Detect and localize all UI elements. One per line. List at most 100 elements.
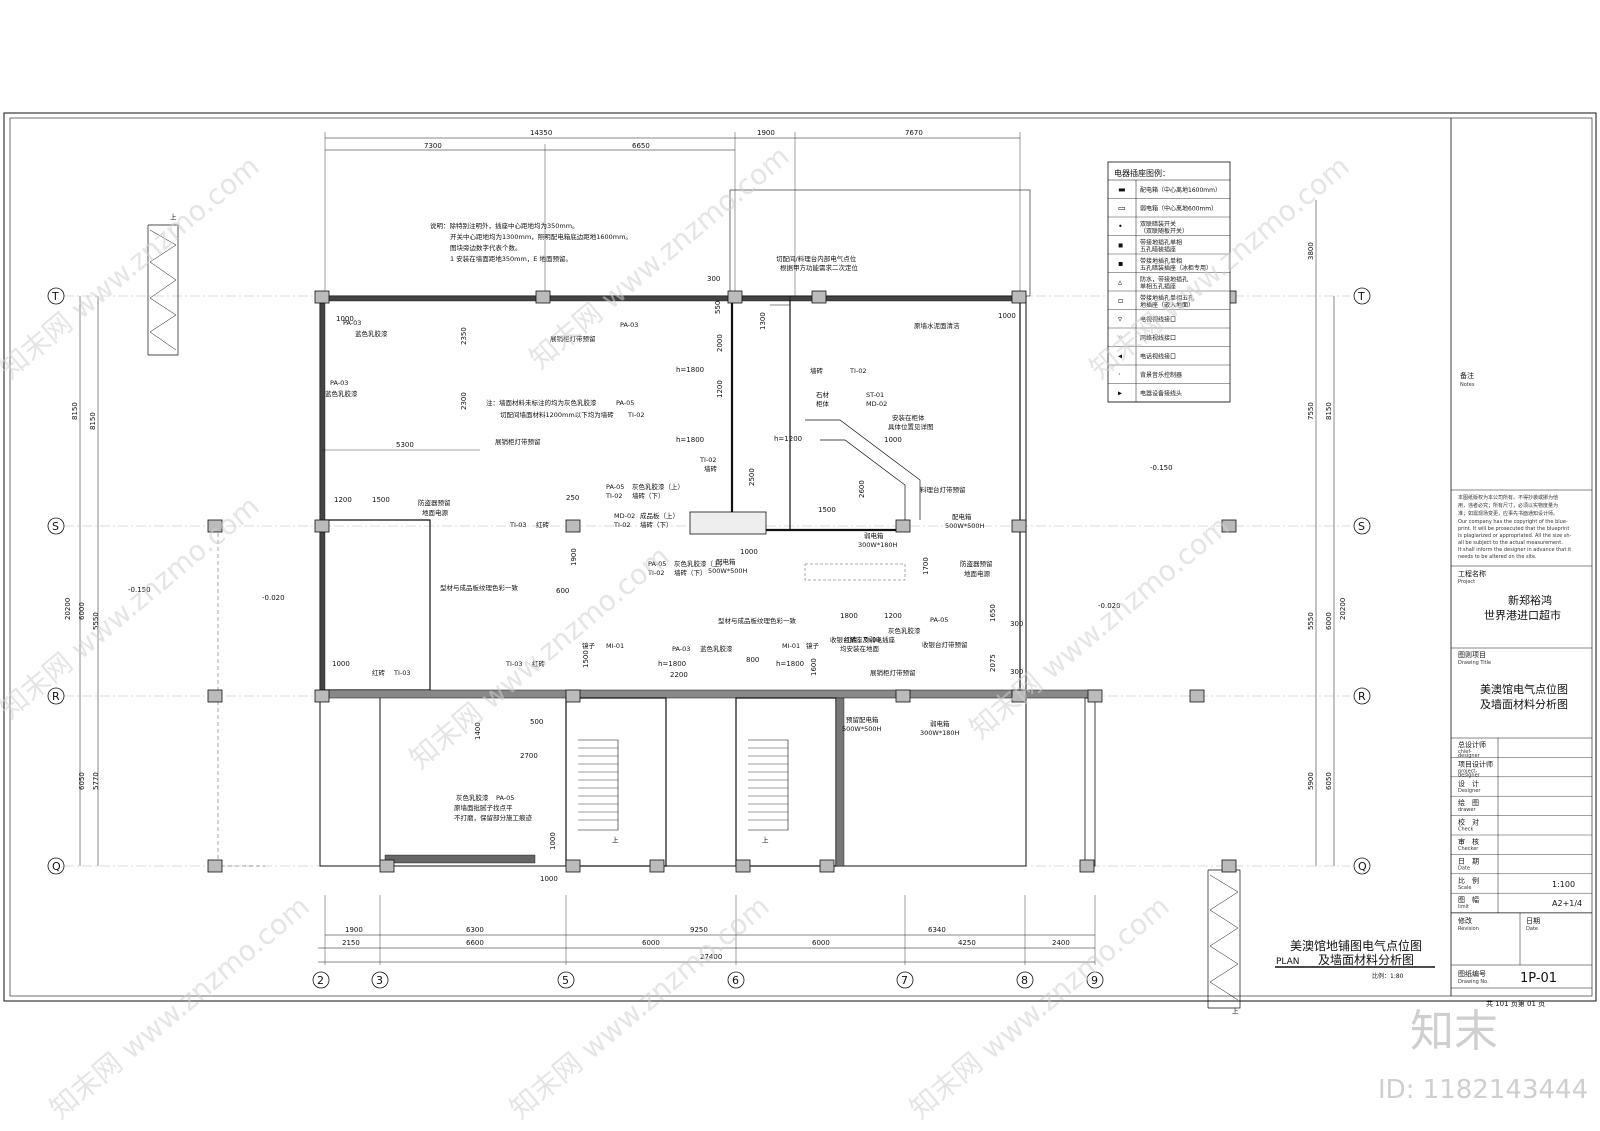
dim-bot-7: 6000 bbox=[642, 939, 660, 947]
label-l40-tag: TI-03 bbox=[393, 669, 411, 677]
general-note-line-3: 图块旁边数字代表个数。 bbox=[450, 243, 522, 252]
label-l13: 料理台灯带预留 bbox=[920, 485, 966, 494]
watermark-8: 知末网 www.znzmo.com bbox=[503, 889, 775, 1125]
copyright-cn-3: 准；如需现场变更，应事先书面通知设计师。 bbox=[1458, 510, 1558, 517]
legend-item-label-2: 单相五孔插座 bbox=[1140, 283, 1176, 291]
label-l6: 切配间/料理台内部电气点位 bbox=[776, 254, 857, 263]
drawing-no-cn: 图纸编号 bbox=[1458, 969, 1486, 978]
legend-symbol-icon: · bbox=[1118, 370, 1121, 379]
legend-symbol-icon: ▪ bbox=[1118, 259, 1123, 268]
label-l22: 成品板（上） bbox=[640, 511, 679, 520]
level-1: -0.150 bbox=[128, 586, 151, 594]
label-l34: 镜子 bbox=[582, 641, 596, 650]
axis-col-5: 5 bbox=[562, 974, 569, 987]
dim-right-3: 8150 bbox=[1325, 402, 1333, 420]
tb-row-label: 总设计师 bbox=[1458, 740, 1486, 749]
label-l31: 收银台灯带预留 bbox=[922, 640, 968, 649]
dim-in-300a: 300 bbox=[707, 275, 720, 283]
revision-cn: 修改 bbox=[1458, 916, 1472, 925]
dim-left-1: 8150 bbox=[71, 402, 79, 420]
label-l17: 防盗器预留 bbox=[418, 498, 451, 507]
dim-left-4: 6000 bbox=[78, 602, 86, 620]
dim-top-total-a: 14350 bbox=[530, 129, 552, 137]
dim-in-1000f: 1000 bbox=[549, 832, 557, 850]
dim-in-2300: 2300 bbox=[460, 392, 468, 410]
label-l24-tag: PA-05 bbox=[648, 560, 666, 568]
label-l21: 墙砖（下） bbox=[632, 491, 665, 500]
dim-in-550: 550 bbox=[714, 301, 722, 314]
legend-item-label: 带接地插孔单相五孔 bbox=[1140, 294, 1194, 302]
label-l8-2: 墙砖 bbox=[704, 464, 718, 473]
plan-title: 美澳馆地铺图电气点位图 及墙面材料分析图 PLAN 比例：1:80 bbox=[1275, 938, 1435, 980]
dim-in-1500a: 1500 bbox=[372, 496, 390, 504]
label-l25: 墙砖（下） bbox=[674, 568, 707, 577]
project-en: Project bbox=[1458, 579, 1475, 585]
label-l20-tag: PA-05 bbox=[606, 483, 624, 491]
label-l29: 均安装在地面 bbox=[840, 644, 880, 653]
dim-left-3: 20200 bbox=[64, 598, 72, 620]
label-l37: 红砖 bbox=[844, 635, 858, 644]
label-l45: 不打磨，保留部分施工痕迹 bbox=[454, 813, 533, 822]
tb-row-label: 校 对 bbox=[1458, 818, 1479, 827]
column-axes: 2 3 5 6 7 8 9 bbox=[312, 971, 1104, 989]
label-l10: 柜体 bbox=[816, 399, 830, 408]
notes-en: Notes bbox=[1460, 382, 1475, 388]
watermark-5: 知末网 www.znzmo.com bbox=[403, 539, 675, 775]
label-l34-tag: MI-01 bbox=[606, 642, 624, 650]
tb-row-value: 1:100 bbox=[1552, 880, 1575, 889]
label-l9-tag: ST-01 bbox=[866, 391, 884, 399]
label-l35-tag: PA-03 bbox=[672, 645, 690, 653]
floor-plan: 上 上 bbox=[217, 189, 1101, 867]
legend-symbol-icon: ▬ bbox=[1118, 185, 1126, 194]
tb-row-label: 审 核 bbox=[1458, 837, 1479, 846]
dim-right-8: 6050 bbox=[1325, 772, 1333, 790]
dim-in-800: 800 bbox=[746, 656, 759, 664]
copyright-cn-1: 本图纸版权为本公司所有。不得抄袭或挪为他 bbox=[1458, 494, 1558, 501]
label-l1-tag: PA-03 bbox=[343, 319, 361, 327]
label-l43: 灰色乳胶漆 bbox=[456, 793, 489, 802]
legend-item-label: 电视视线接口 bbox=[1140, 316, 1176, 324]
label-l2: 蓝色乳胶漆 bbox=[325, 389, 358, 398]
tb-row-label-en: limit bbox=[1458, 904, 1469, 910]
dim-in-1500c: 1500 bbox=[582, 650, 590, 668]
legend-symbol-icon: ▭ bbox=[1118, 204, 1126, 213]
legend-item-label: 双联暗装开关 bbox=[1140, 220, 1176, 228]
dim-bot-2: 6300 bbox=[466, 926, 484, 934]
dim-bot-10: 2400 bbox=[1052, 939, 1070, 947]
tb-row-label: 项目设计师 bbox=[1458, 759, 1493, 768]
legend-item-label: 背景音乐控制器 bbox=[1140, 371, 1182, 379]
label-l23-tag: TI-02 bbox=[613, 521, 631, 529]
dim-in-300b: 300 bbox=[1010, 668, 1023, 676]
watermark-layer: 知末网 www.znzmo.com 知末网 www.znzmo.com 知末网 … bbox=[0, 139, 1588, 1125]
label-l41: 预留配电箱 bbox=[846, 715, 879, 724]
plan-title-line-2: 及墙面材料分析图 bbox=[1318, 953, 1414, 967]
tb-row-label: 比 例 bbox=[1458, 876, 1479, 885]
axis-col-7: 7 bbox=[901, 974, 908, 987]
tb-row-label-en: Checker bbox=[1458, 846, 1479, 852]
tb-row-label-en: chief- bbox=[1458, 749, 1472, 755]
label-l43-tag: PA-05 bbox=[496, 794, 514, 802]
label-l2-tag: PA-03 bbox=[330, 379, 348, 387]
dim-in-2075: 2075 bbox=[989, 654, 997, 672]
dim-in-1400: 1400 bbox=[474, 722, 482, 740]
counter bbox=[689, 511, 767, 535]
side-dimensions: 8150 8150 20200 6000 5550 6050 5770 3800… bbox=[64, 200, 1347, 866]
sheet-outer-frame bbox=[3, 112, 1597, 1002]
label-l36-tag: MI-01 bbox=[782, 642, 800, 650]
plan-scale: 比例：1:80 bbox=[1372, 972, 1404, 980]
general-note-line-1: 说明：除特别注明外，插座中心距地均为350mm。 bbox=[430, 221, 579, 230]
plan-title-plan: PLAN bbox=[1276, 957, 1300, 967]
legend-item-label-2: （双联随板开关） bbox=[1140, 227, 1188, 235]
stair-up-label-1: 上 bbox=[170, 212, 177, 221]
stair-left-top: 上 bbox=[147, 212, 179, 356]
label-l37-tag: TI-03 bbox=[863, 636, 881, 644]
wall-note-tag-1: PA-05 bbox=[616, 399, 634, 407]
label-l16b: 500W*500H bbox=[708, 567, 747, 575]
axis-row-s-right: S bbox=[1358, 520, 1365, 533]
drawing-title-cn: 图则项目 bbox=[1458, 651, 1486, 659]
dim-in-600: 600 bbox=[556, 587, 569, 595]
drawing-name-2: 及墙面材料分析图 bbox=[1480, 697, 1568, 711]
dim-top-total-c: 7670 bbox=[905, 129, 923, 137]
label-l15: 弱电箱 bbox=[864, 531, 884, 540]
dim-top-a1: 7300 bbox=[424, 142, 442, 150]
